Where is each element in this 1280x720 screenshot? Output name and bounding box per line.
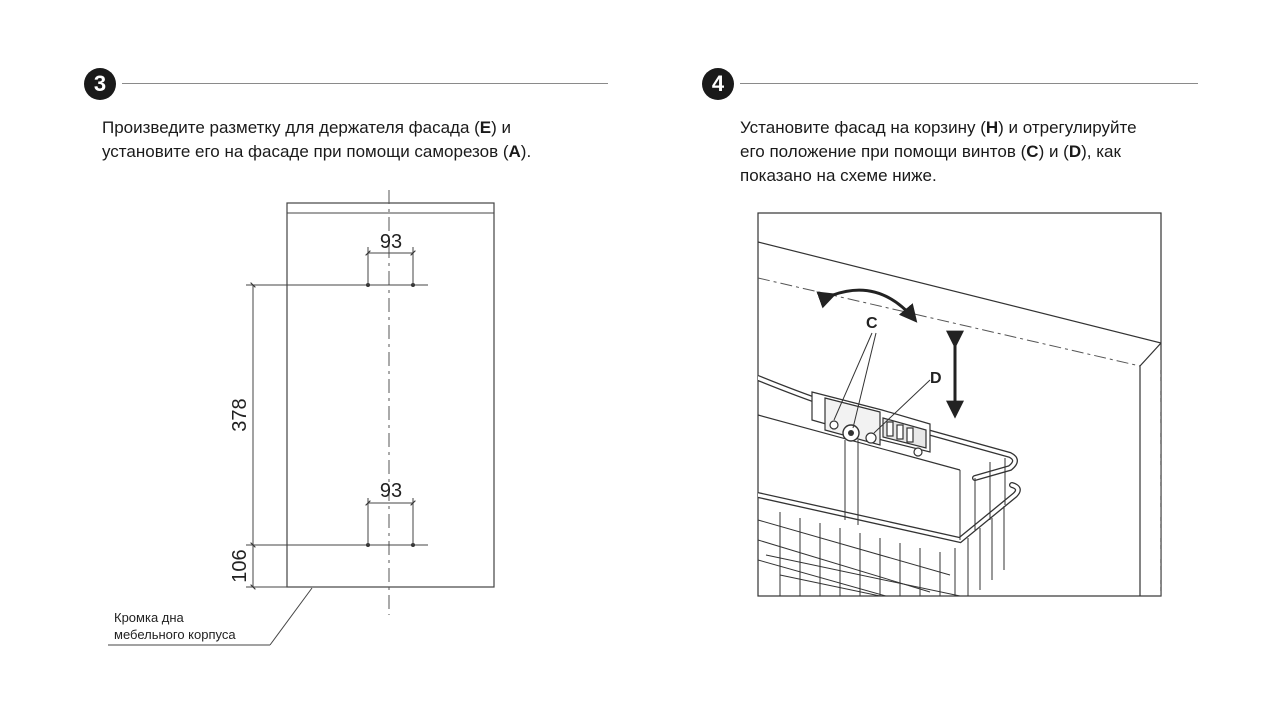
step-4-line-2: его положение при помощи винтов (C) и (D… <box>740 142 1121 161</box>
facade-corner <box>1139 342 1161 596</box>
vertical-dim-label: 378 <box>229 398 251 431</box>
rotation-arrow <box>816 288 918 323</box>
leader-c-left <box>833 332 873 421</box>
screw-c-main-center <box>848 430 854 436</box>
callout-line-1: Кромка дна <box>114 610 185 625</box>
bottom-dim-label: 93 <box>380 480 402 502</box>
step-4-number: 4 <box>711 71 725 96</box>
leader-d <box>873 379 931 434</box>
basket-mid-rail-inner <box>758 483 1020 542</box>
step-3-number: 3 <box>93 71 107 96</box>
label-d: D <box>930 370 942 387</box>
facade-panel <box>286 202 495 588</box>
label-c: C <box>866 315 878 332</box>
step-4-divider <box>740 83 1198 84</box>
basket-mid-rail <box>758 482 1021 544</box>
step-3-line-1: Произведите разметку для держателя фасад… <box>102 118 512 137</box>
screw-d <box>865 432 877 444</box>
step-4-line-3: показано на схеме ниже. <box>740 166 937 185</box>
offset-dim-label: 106 <box>229 549 251 582</box>
basket-back-rail <box>758 414 961 471</box>
facade-top-line <box>758 241 1161 344</box>
screw-right <box>913 447 923 457</box>
step-4-instruction: Установите фасад на корзину (H) и отрегу… <box>740 116 1210 188</box>
leader-c-right <box>852 332 877 429</box>
callout-leader <box>269 587 313 646</box>
callout-line-2: мебельного корпуса <box>114 627 236 642</box>
step-4-badge: 4 <box>702 68 734 100</box>
basket-grid <box>758 458 1006 596</box>
step-3-instruction: Произведите разметку для держателя фасад… <box>102 116 602 164</box>
screw-c-left <box>829 420 839 430</box>
step-3-divider <box>122 83 608 84</box>
step-3-badge: 3 <box>84 68 116 100</box>
step-3-line-2: установите его на фасаде при помощи само… <box>102 142 532 161</box>
top-dim-label: 93 <box>380 231 402 253</box>
facade-hidden-edge <box>758 277 1141 367</box>
step-4-line-1: Установите фасад на корзину (H) и отрегу… <box>740 118 1137 137</box>
